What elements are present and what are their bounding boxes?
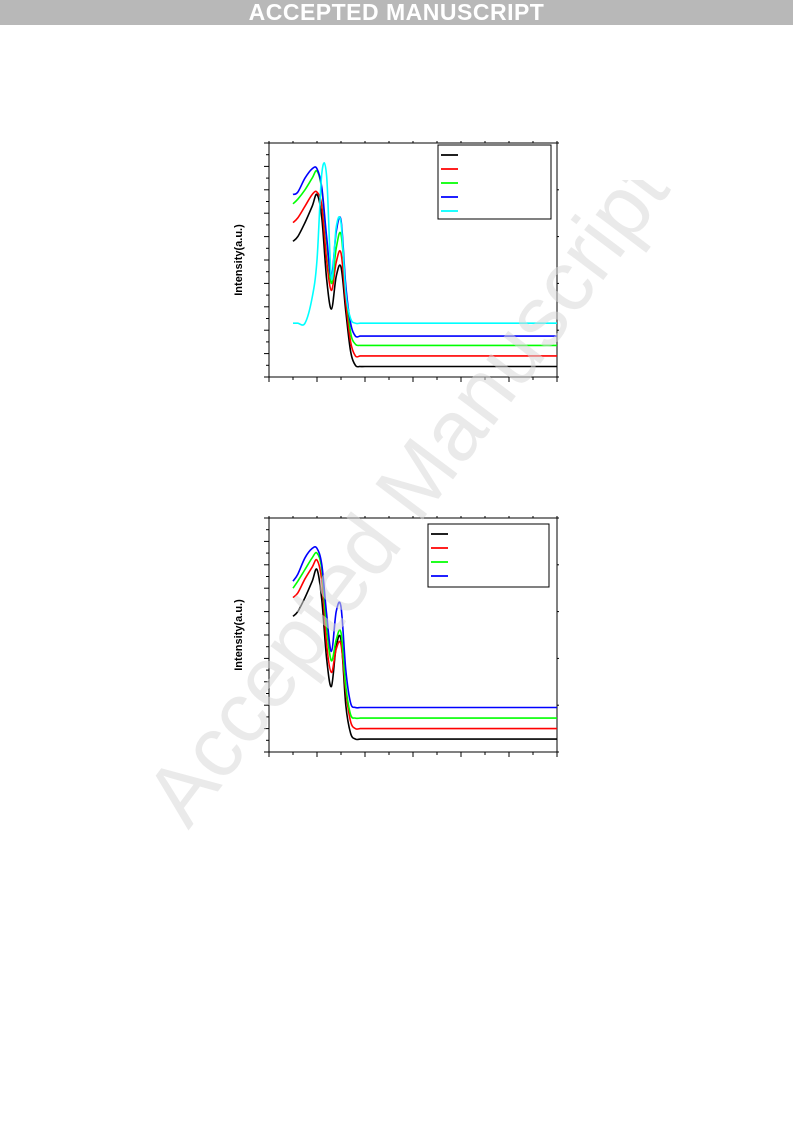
manuscript-banner: ACCEPTED MANUSCRIPT [0,0,793,25]
series-line-5 [293,161,557,326]
legend-box [437,144,552,220]
banner-text: ACCEPTED MANUSCRIPT [248,0,545,25]
y-axis-label: Intensity(a.u.) [233,224,245,296]
y-axis-label: Intensity(a.u.) [233,599,245,671]
series-line-1 [292,568,557,741]
series-line-3 [292,551,557,720]
series-line-4 [292,546,557,709]
legend-box [427,523,550,588]
series-line-1 [292,193,557,368]
series-line-2 [292,190,557,358]
